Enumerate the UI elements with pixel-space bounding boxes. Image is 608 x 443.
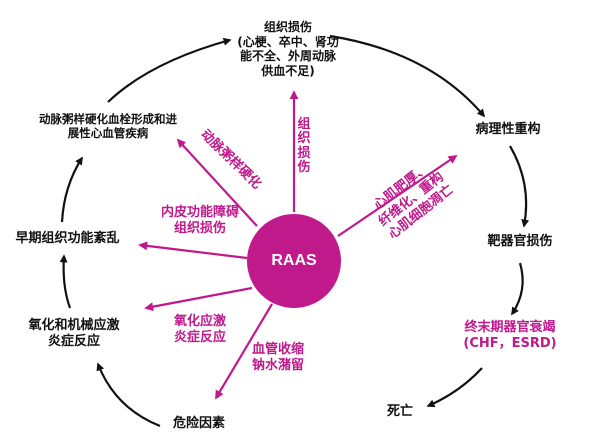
- cycle-arrow-risk-to-oxidative: [96, 362, 161, 428]
- node-oxidative-inflammation: 氧化和机械应激 炎症反应: [28, 318, 120, 349]
- node-risk-factors: 危险因素: [172, 416, 225, 431]
- effect-endothelial-dysfunction: 内皮功能障碍 组织损伤: [160, 205, 239, 236]
- radial-arrow-hypertrophy: [337, 154, 458, 237]
- effect-tissue-damage: 组织损伤: [297, 117, 311, 175]
- node-pathological-remodeling: 病理性重构: [475, 122, 541, 137]
- effect-vasoconstriction: 血管收缩 钠水潴留: [251, 342, 304, 373]
- cycle-arrow-athero-to-damage: [107, 37, 232, 103]
- cycle-arrow-early-to-athero: [60, 156, 83, 223]
- radial-arrow-vasoconstriction: [215, 303, 273, 400]
- raas-label: RAAS: [271, 252, 317, 269]
- node-end-stage-organ-failure: 终末期器官衰竭 (CHF，ESRD): [463, 320, 557, 351]
- cycle-arrow-endstage-to-death: [426, 367, 483, 408]
- node-organ-damage: 组织损伤 (心梗、卒中、肾功 能不全、外周动脉 供血不足): [237, 20, 339, 78]
- cycle-arrow-target-to-endstage: [511, 262, 524, 316]
- radial-arrow-oxidative: [144, 286, 253, 312]
- node-death: 死亡: [386, 404, 413, 419]
- node-early-dysfunction: 早期组织功能紊乱: [15, 231, 120, 246]
- cycle-arrow-remodeling-to-target: [509, 145, 530, 228]
- effect-oxidative-stress: 氧化应激 炎症反应: [173, 314, 226, 345]
- cycle-arrow-damage-to-remodeling: [329, 34, 486, 118]
- node-atherosclerosis-disease: 动脉粥样硬化血栓形成和进 展性心血管疾病: [39, 112, 177, 141]
- raas-circle: [247, 214, 341, 308]
- node-target-organ-damage: 靶器官损伤: [487, 234, 553, 249]
- cycle-arrow-oxidative-to-early: [59, 254, 72, 309]
- radial-arrow-endothelial: [138, 241, 248, 260]
- radial-arrow-atherosclerosis: [176, 138, 258, 227]
